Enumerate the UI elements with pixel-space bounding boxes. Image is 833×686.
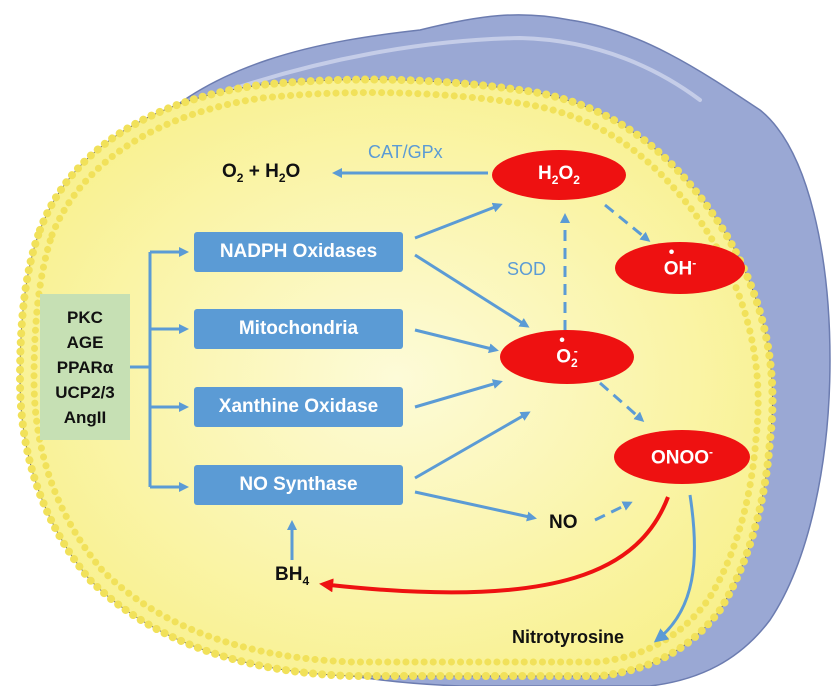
source-mitochondria: Mitochondria xyxy=(194,309,403,349)
product-bh4: BH4 xyxy=(275,564,310,588)
membrane-inner xyxy=(30,89,762,666)
factor-bracket xyxy=(130,247,189,492)
source-xanthine-oxidase: Xanthine Oxidase xyxy=(194,387,403,427)
factor-label: UCP2/3 xyxy=(55,382,115,402)
source-no-synthase: NO Synthase xyxy=(194,465,403,505)
source-nadph-oxidases: NADPH Oxidases xyxy=(194,232,403,272)
cell-membrane xyxy=(19,79,773,677)
tissue-highlight xyxy=(228,35,702,102)
factor-label: AGE xyxy=(66,332,104,352)
source-arrows xyxy=(287,168,537,560)
species-h2o2: H2O2 xyxy=(538,163,580,187)
product-no: NO xyxy=(549,512,578,533)
factor-label: AngII xyxy=(63,407,107,427)
enzyme-cat-gpx: CAT/GPx xyxy=(368,142,443,162)
dashed-arrows xyxy=(560,203,651,522)
species-superoxide: •O2- xyxy=(556,331,578,371)
oval-superoxide: •O2- xyxy=(500,330,634,384)
factors-box: PKC AGE PPARα UCP2/3 AngII xyxy=(40,294,130,440)
oval-hydroxyl-radical: •OH- xyxy=(615,242,745,294)
species-onoo: ONOO- xyxy=(650,444,714,469)
factor-label: PPARα xyxy=(56,357,114,377)
membrane-beads xyxy=(15,75,777,680)
enzyme-sod: SOD xyxy=(507,259,547,279)
species-oh: •OH- xyxy=(663,243,697,280)
product-water: O2 + H2O xyxy=(222,161,301,185)
oval-hydrogen-peroxide: H2O2 xyxy=(492,150,626,200)
product-nitrotyrosine: Nitrotyrosine xyxy=(512,627,625,647)
onoo-to-nitrotyrosine-arrow xyxy=(653,494,696,643)
onoo-to-bh4-arrow xyxy=(319,496,670,595)
factor-label: PKC xyxy=(67,307,103,327)
oval-peroxynitrite: ONOO- xyxy=(614,430,750,484)
